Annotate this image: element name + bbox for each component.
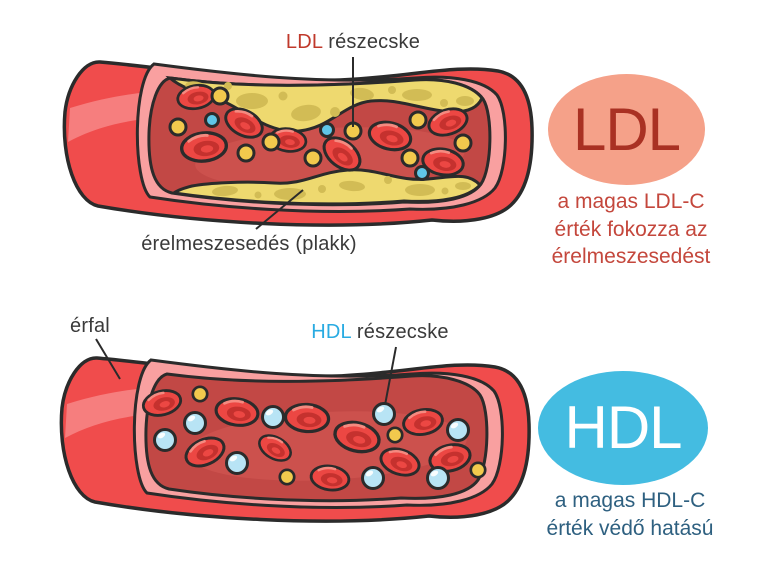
ldl-particle bbox=[236, 143, 256, 163]
ldl-caption-line: érték fokozza az bbox=[554, 217, 708, 241]
hdl-particle bbox=[446, 418, 470, 442]
ldl-caption-line: a magas LDL-C bbox=[557, 190, 705, 213]
hdl-particle bbox=[225, 451, 249, 475]
hdl-caption-line: érték védő hatású bbox=[546, 516, 714, 540]
bottom-vessel-wall-highlight bbox=[65, 388, 151, 438]
top-vessel-wall-highlight bbox=[68, 92, 154, 142]
plaque-pointer-line bbox=[255, 189, 304, 230]
ldl-particle bbox=[261, 132, 281, 152]
ldl-particle bbox=[400, 148, 420, 168]
red-blood-cell bbox=[282, 401, 332, 435]
plaque-bottom bbox=[170, 168, 483, 206]
ldl-particle bbox=[386, 426, 404, 444]
hdl-caption: a magas HDL-C érték védő hatású bbox=[518, 487, 742, 542]
pointer-lines bbox=[95, 57, 397, 406]
hdl-particle bbox=[261, 405, 285, 429]
ldl-badge-text: LDL bbox=[572, 95, 681, 163]
ldl-particle bbox=[408, 110, 428, 130]
hdl-particle bbox=[426, 466, 450, 490]
top-vessel bbox=[62, 60, 534, 227]
hdl-particle bbox=[319, 122, 335, 138]
hdl-particle-label-abbr: HDL bbox=[311, 321, 352, 343]
ldl-caption-line: érelmeszesedést bbox=[551, 245, 711, 269]
bottom-vessel bbox=[59, 356, 531, 523]
hdl-badge-text: HDL bbox=[564, 394, 682, 461]
ldl-particle-label-rest: részecske bbox=[322, 31, 421, 53]
ldl-particle-label: LDL részecske bbox=[286, 31, 420, 54]
hdl-particle bbox=[372, 402, 396, 426]
hdl-particle bbox=[183, 411, 207, 435]
ldl-badge: LDL bbox=[548, 74, 705, 185]
vessel-wall-pointer-line bbox=[95, 338, 121, 380]
hdl-particle-label-rest: részecske bbox=[351, 321, 449, 343]
plaque-bottom-blobs bbox=[212, 176, 471, 200]
ldl-particle bbox=[210, 86, 230, 106]
vessel-wall-label: érfal bbox=[70, 315, 110, 337]
ldl-particle bbox=[191, 385, 209, 403]
hdl-badge: HDL bbox=[538, 371, 708, 485]
hdl-particle-label: HDL részecske bbox=[311, 321, 448, 344]
ldl-particle-label-abbr: LDL bbox=[285, 31, 323, 53]
ldl-caption: a magas LDL-C érték fokozza az érelmesze… bbox=[521, 188, 741, 271]
hdl-particle bbox=[153, 428, 177, 452]
ldl-particle bbox=[469, 461, 487, 479]
ldl-particle bbox=[278, 468, 296, 486]
hdl-particle bbox=[204, 112, 220, 128]
hdl-particle bbox=[361, 466, 385, 490]
hdl-caption-line: a magas HDL-C bbox=[554, 489, 706, 512]
plaque-label: érelmeszesedés (plakk) bbox=[141, 233, 357, 255]
ldl-particle bbox=[303, 148, 323, 168]
ldl-particle bbox=[168, 117, 188, 137]
hdl-particle-pointer-line bbox=[384, 346, 397, 406]
hdl-particle bbox=[414, 165, 430, 181]
ldl-particle bbox=[453, 133, 473, 153]
